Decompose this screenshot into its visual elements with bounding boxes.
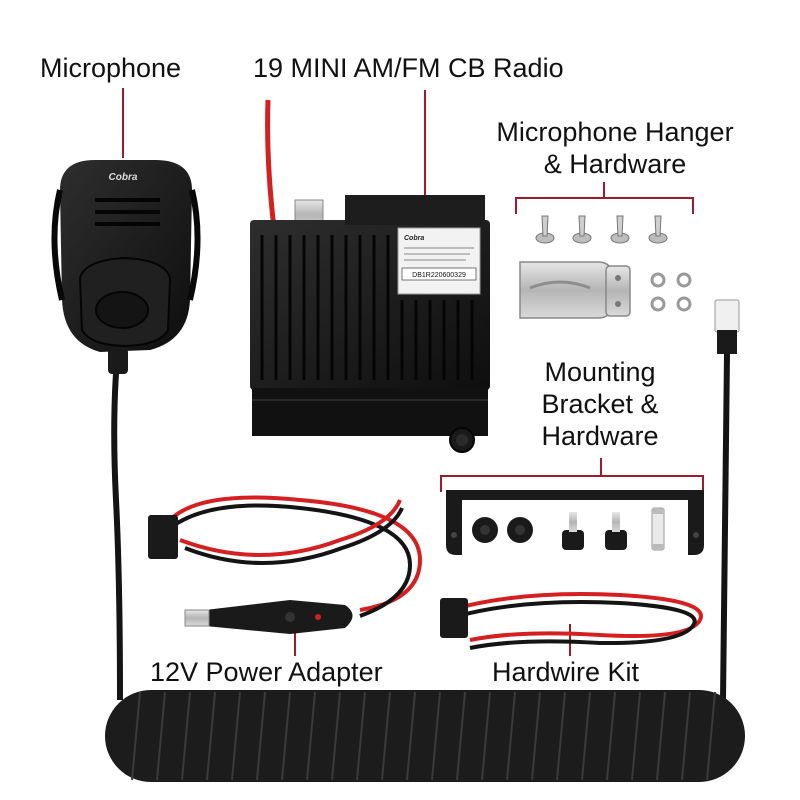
- hanger-washers: [650, 272, 692, 312]
- hanger-clip: [519, 261, 613, 319]
- radio-sticker: [397, 227, 481, 295]
- radio-brand-text: Cobra: [404, 235, 424, 242]
- power-adapter-image: [148, 495, 423, 634]
- mounting-bracket-label: Mounting Bracket & Hardware: [520, 356, 680, 452]
- hardwire-kit-image: [440, 592, 703, 650]
- cb-radio-label: 19 MINI AM/FM CB Radio: [253, 53, 564, 83]
- mic-hanger-image: [519, 215, 692, 319]
- mounting-bracket-label-line3: Hardware: [541, 421, 659, 451]
- microphone-label: Microphone: [40, 53, 182, 83]
- hanger-screws: [535, 215, 668, 244]
- cb-radio-image: Cobra DB1R220600329: [250, 99, 490, 453]
- mic-hanger-label-line2: & Hardware: [543, 149, 687, 179]
- coiled-cord-image: [105, 299, 745, 782]
- power-adapter-label: 12V Power Adapter: [150, 657, 383, 687]
- hardwire-kit-label: Hardwire Kit: [492, 657, 640, 687]
- callout-lines: [122, 88, 704, 656]
- mounting-bracket-label-line2: Bracket &: [541, 389, 659, 419]
- mic-hanger-label: Microphone Hanger & Hardware: [470, 116, 760, 180]
- hanger-callout-bracket: [515, 182, 694, 214]
- mic-brand-text: Cobra: [109, 172, 138, 183]
- mounting-bracket: [446, 490, 704, 555]
- microphone-image: Cobra: [51, 160, 201, 701]
- mic-hanger-label-line1: Microphone Hanger: [496, 117, 734, 147]
- radio-serial-text: DB1R220600329: [412, 272, 466, 279]
- mounting-bracket-label-line1: Mounting: [544, 357, 656, 387]
- bracket-callout-bracket: [440, 458, 704, 492]
- mounting-bracket-image: [446, 490, 704, 555]
